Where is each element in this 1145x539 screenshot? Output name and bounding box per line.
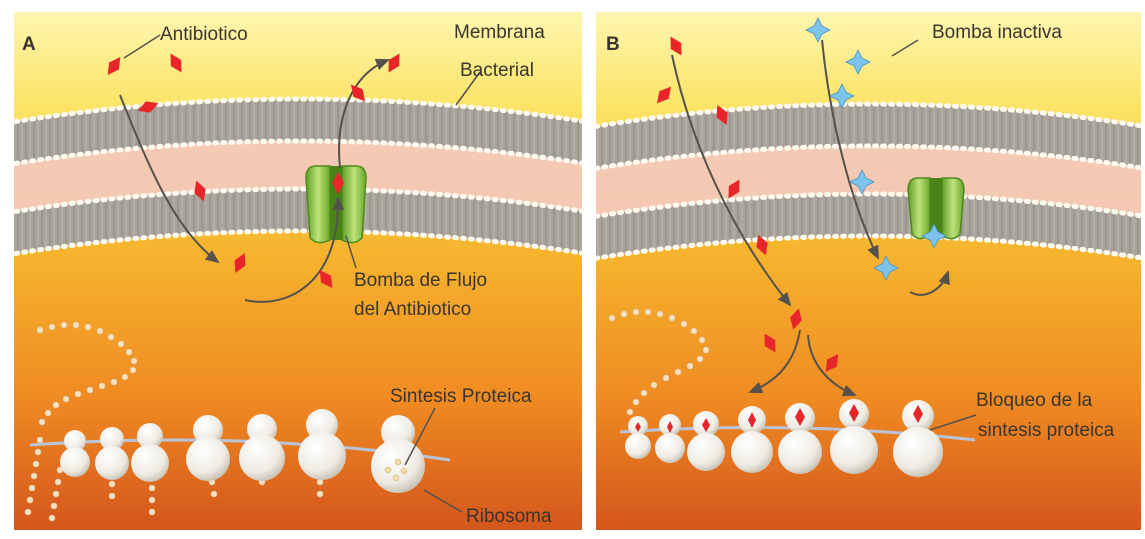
antibiotic-label: Antibiotico — [160, 24, 248, 45]
panel-divider — [582, 0, 596, 539]
membrane-label-1: Membrana — [454, 22, 545, 43]
block-label-1: Bloqueo de la — [976, 390, 1093, 411]
pump-label-1: Bomba de Flujo — [354, 270, 487, 291]
block-label-2: sintesis proteica — [978, 420, 1115, 441]
panel-b-letter: B — [606, 34, 620, 55]
ribosome-label: Ribosoma — [466, 506, 552, 527]
synthesis-label: Sintesis Proteica — [390, 386, 532, 407]
panel-a-letter: A — [22, 34, 36, 55]
membrane-label-2: Bacterial — [460, 60, 534, 81]
panel-a: A Antibiotico Membrana Bacterial Bomba d… — [0, 12, 600, 530]
inactive-pump-label: Bomba inactiva — [932, 22, 1062, 43]
pump-label-2: del Antibiotico — [354, 299, 471, 320]
panel-b: B Bomba inactiva Bloqueo de la sintesis … — [580, 12, 1145, 530]
